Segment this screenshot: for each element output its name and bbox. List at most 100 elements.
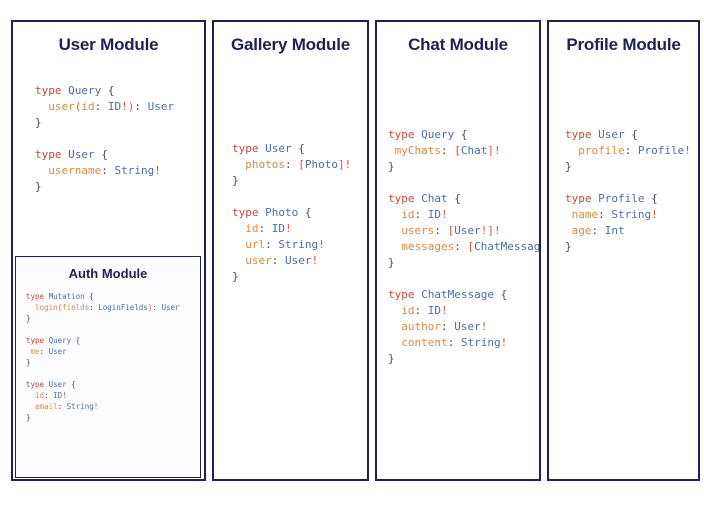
code-line: type Mutation {	[26, 291, 200, 302]
code-token: }	[565, 240, 572, 254]
code-token: Query	[421, 128, 455, 142]
code-line: }	[232, 269, 367, 285]
code-token: {	[454, 128, 468, 142]
code-token: name	[571, 208, 599, 222]
code-token: !	[684, 144, 691, 158]
code-token: LoginFields	[98, 302, 148, 312]
code-token: :	[440, 144, 455, 158]
module-panel-gallery[interactable]: Gallery Module type User { photos: [Phot…	[212, 20, 369, 481]
code-token: }	[26, 412, 31, 422]
code-line: id: ID!	[232, 221, 367, 237]
code-line: type ChatMessage {	[388, 287, 539, 303]
code-token: age	[571, 224, 592, 238]
code-token: :	[454, 240, 468, 254]
code-token: type	[565, 128, 599, 142]
code-token	[232, 254, 245, 267]
code-token	[26, 402, 35, 411]
code-token: !	[441, 208, 448, 222]
code-token	[565, 208, 572, 221]
code-token: id	[401, 304, 415, 318]
code-token: {	[71, 335, 81, 345]
module-panel-profile[interactable]: Profile Module type User { profile: Prof…	[547, 20, 700, 481]
code-token: [	[447, 224, 455, 238]
code-token: !	[318, 238, 325, 252]
code-token	[35, 164, 48, 177]
code-token: {	[298, 206, 312, 220]
code-token: ]	[338, 158, 345, 172]
code-line: }	[388, 159, 539, 175]
code-token: :	[414, 304, 428, 318]
code-token: User	[147, 100, 175, 114]
module-panel-chat[interactable]: Chat Module type Query { myChats: [Chat]…	[375, 20, 541, 481]
code-token: :	[434, 224, 448, 238]
code-token: id	[35, 390, 45, 400]
code-token: }	[388, 352, 395, 366]
code-token: photos	[245, 158, 285, 172]
code-token: login	[35, 302, 58, 312]
code-token: :	[152, 302, 162, 312]
code-line: photos: [Photo]!	[232, 157, 367, 173]
code-token: Chat	[421, 192, 448, 206]
code-token: (	[57, 302, 63, 312]
code-token: !	[285, 222, 292, 236]
code-blank-line	[26, 324, 200, 335]
code-token: Profile	[637, 144, 685, 158]
code-token: ID	[53, 390, 63, 400]
code-token: :	[285, 158, 299, 172]
code-token: {	[94, 148, 108, 162]
panel-title-gallery: Gallery Module	[230, 35, 351, 54]
code-line: myChats: [Chat]!	[388, 143, 539, 159]
panel-title-user: User Module	[58, 35, 159, 54]
code-token: :	[598, 208, 612, 222]
code-token: {	[447, 192, 461, 206]
code-token: !	[93, 401, 99, 411]
code-token: :	[414, 208, 428, 222]
code-token: User	[68, 148, 95, 162]
code-token	[388, 208, 401, 221]
code-token: user	[245, 254, 272, 268]
code-token: myChats	[394, 144, 441, 158]
code-token: }	[388, 160, 395, 174]
code-token: )	[127, 100, 135, 114]
code-token	[388, 304, 401, 317]
code-block-user: type Query { user(id: ID!): User}type Us…	[35, 83, 204, 195]
code-line: }	[232, 173, 367, 189]
code-token: !	[651, 208, 658, 222]
code-token: :	[624, 144, 638, 158]
code-line: user: User!	[232, 253, 367, 269]
code-line: username: String!	[35, 163, 204, 179]
module-panel-auth[interactable]: Auth Module type Mutation { login(fields…	[15, 256, 201, 478]
code-token: User	[598, 128, 625, 142]
code-line: }	[35, 179, 204, 195]
code-token: }	[35, 180, 42, 194]
code-token: }	[35, 116, 42, 130]
code-line: id: ID!	[388, 207, 539, 223]
code-blank-line	[35, 131, 204, 147]
code-line: id: ID!	[388, 303, 539, 319]
code-token: type	[232, 142, 266, 156]
code-token: messages	[401, 240, 455, 254]
code-line: id: ID!	[26, 390, 200, 401]
code-token: {	[644, 192, 658, 206]
code-token: }	[232, 174, 239, 188]
code-token: (	[74, 100, 82, 114]
code-token: }	[565, 160, 572, 174]
code-token: !	[500, 336, 508, 350]
code-token: User	[285, 254, 312, 268]
code-token: :	[89, 302, 99, 312]
code-token: String	[278, 238, 319, 252]
code-token: fields	[62, 302, 90, 312]
code-token: user	[48, 100, 75, 114]
code-token: Mutation	[48, 291, 85, 301]
code-block-chat: type Query { myChats: [Chat]!}type Chat …	[388, 127, 539, 367]
code-token: type	[388, 288, 422, 302]
code-token: url	[245, 238, 266, 252]
code-line: me: User	[26, 346, 200, 357]
code-block-gallery: type User { photos: [Photo]!}type Photo …	[232, 141, 367, 285]
code-line: }	[388, 351, 539, 367]
code-line: author: User!	[388, 319, 539, 335]
code-token: :	[101, 164, 115, 178]
module-panel-user[interactable]: User Module type Query { user(id: ID!): …	[11, 20, 206, 481]
code-token: !	[493, 144, 501, 158]
